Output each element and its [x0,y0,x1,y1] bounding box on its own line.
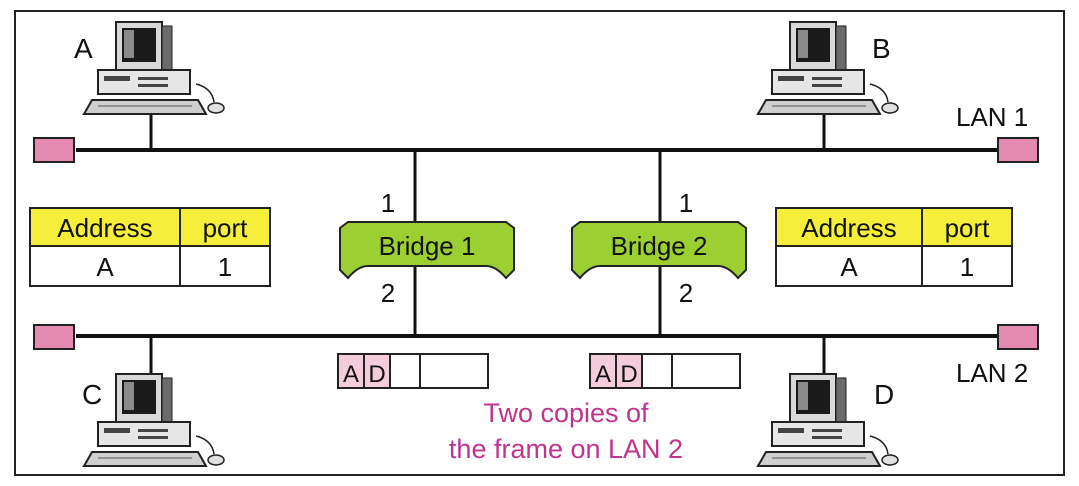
left-table-port-cell: 1 [218,252,232,282]
frame2-dest-field: A [595,361,611,388]
bridge1-label: Bridge 1 [379,231,476,261]
frame-copy-1: A D [337,353,489,389]
bridge1-port-bottom: 2 [381,278,395,308]
figure-border [14,10,1065,476]
right-table-port-cell: 1 [960,252,974,282]
station-c-computer-icon [83,373,225,467]
caption-line-2: the frame on LAN 2 [449,434,683,464]
bridge2-port-bottom: 2 [679,278,693,308]
lan2-right-terminator [997,324,1039,350]
left-table-header-port: port [203,213,249,243]
right-table-header-address: Address [801,213,896,243]
frame1-src-field: D [368,361,385,388]
frame-copy-2: A D [589,353,741,389]
lan1-left-terminator [33,137,75,163]
bridge2-shape [571,221,747,280]
left-table-address-cell: A [96,252,114,282]
station-a-label: A [74,33,93,64]
bridge2-port-top: 1 [679,188,693,218]
station-d-label: D [874,379,894,410]
lan1-label: LAN 1 [956,102,1028,132]
station-c-label: C [82,379,102,410]
left-address-table: Address port A 1 [29,207,271,287]
left-table-header-address: Address [57,213,152,243]
caption-line-1: Two copies of [483,398,649,428]
lan2-label: LAN 2 [956,358,1028,388]
bridge1-shape [339,221,515,280]
frame2-src-field: D [620,361,637,388]
lan1-right-terminator [997,137,1039,163]
bridge2-label: Bridge 2 [611,231,708,261]
right-table-address-cell: A [840,252,858,282]
right-table-header-port: port [945,213,991,243]
frame1-dest-field: A [343,361,359,388]
lan2-left-terminator [33,324,75,350]
station-a-computer-icon [83,21,225,115]
bridge1-port-top: 1 [381,188,395,218]
station-b-label: B [872,33,891,64]
right-address-table: Address port A 1 [775,207,1013,287]
